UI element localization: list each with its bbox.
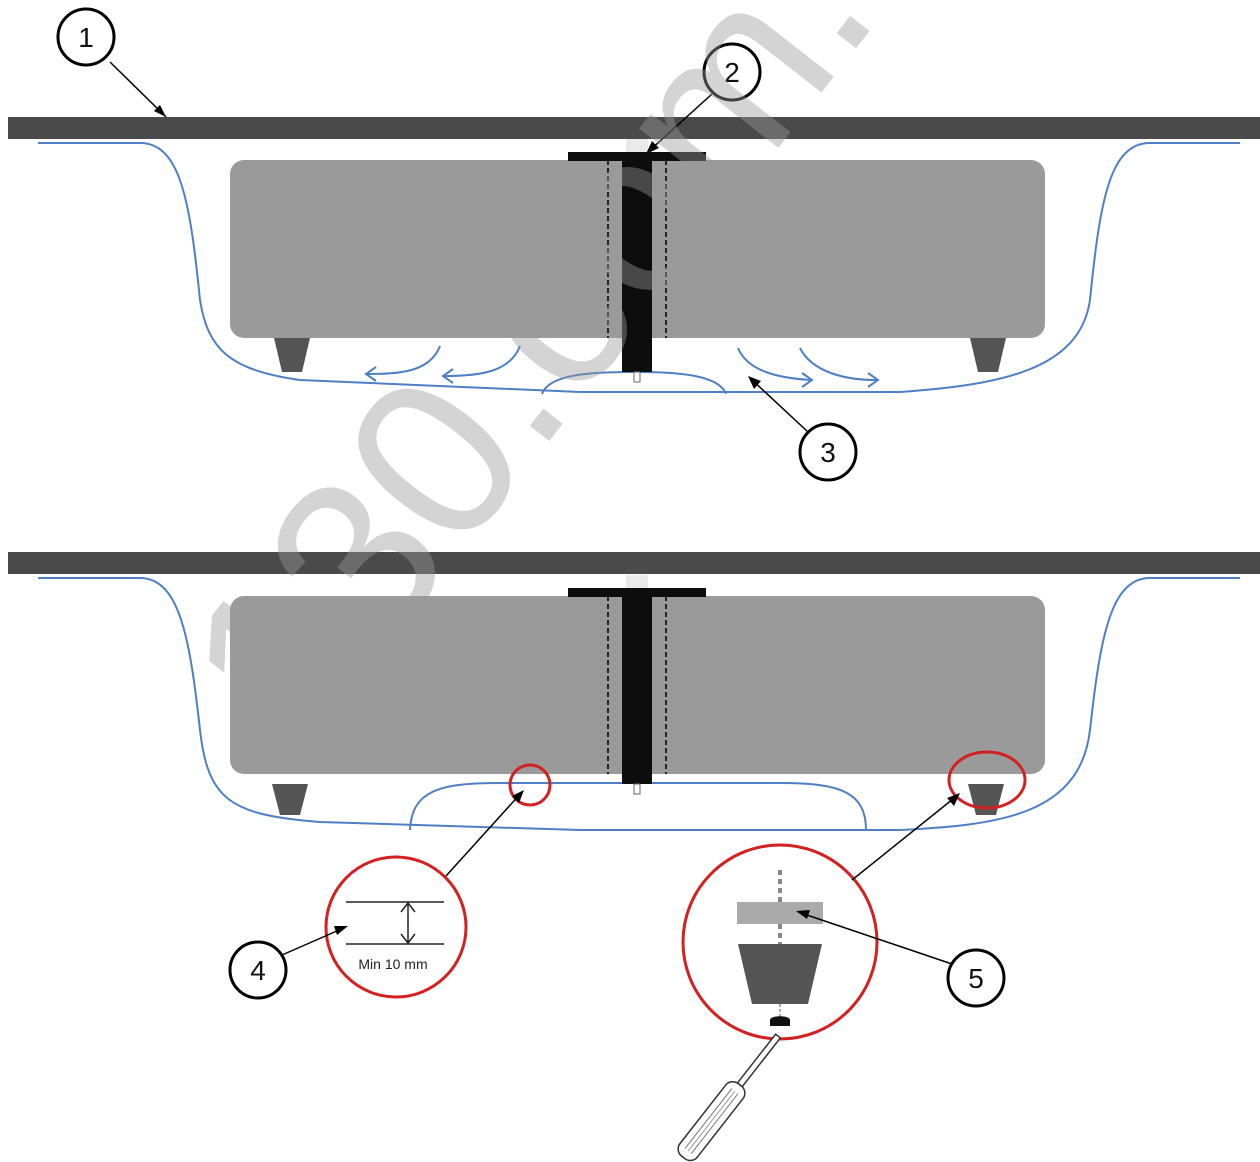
callout-4-label: 4 [250,955,266,986]
foot-right-top [970,338,1006,372]
callout-3: 3 [748,376,858,482]
foot-screw-head [770,1016,790,1026]
mounting-surface-bottom [8,552,1260,574]
bolt-bottom [633,783,641,795]
screwdriver-icon [677,1033,782,1162]
airflow-contour-top [38,142,1240,393]
foot-left-top [274,338,310,372]
bolt-top [633,371,641,383]
airflow-arrows-top [364,345,880,388]
spacer-shim [737,902,823,924]
callout-5: 5 [796,910,1006,1008]
callout-2: 2 [646,42,762,154]
detail-4-circle [324,855,468,999]
callout-5-label: 5 [968,963,984,994]
callout-2-label: 2 [724,57,740,88]
min-gap-label: Min 10 mm [358,956,427,972]
foot-right-bottom [968,784,1004,815]
callout-1-label: 1 [78,22,94,53]
bracket-plate-bottom [568,588,706,597]
top-diagram: 1 2 3 [8,7,1260,482]
foot-highlight-circle [947,750,1027,810]
bracket-post-bottom [622,596,652,784]
airflow-contour-bottom [38,577,1240,831]
adjustable-foot [738,944,822,1004]
detail-min-gap: Min 10 mm [324,790,524,999]
callout-3-label: 3 [820,437,836,468]
callout-4: 4 [228,926,348,1000]
mounting-surface-top [8,117,1260,139]
callout-1: 1 [56,7,167,118]
bracket-post-top [622,160,652,372]
bottom-diagram [8,552,1260,831]
bracket-plate-top [568,152,706,161]
screw-head-top [626,139,648,152]
gap-highlight-circle [508,763,552,807]
screw-head-bottom [626,575,648,588]
foot-left-bottom [272,784,308,815]
